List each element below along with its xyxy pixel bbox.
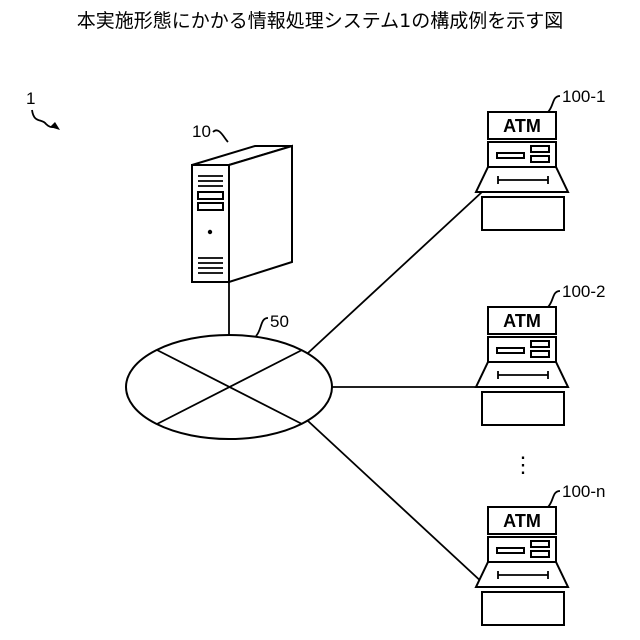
atm-label-1: 100-1 xyxy=(562,87,605,106)
system-arrow-head xyxy=(50,122,60,130)
figure-title: 本実施形態にかかる情報処理システム1の構成例を示す図 xyxy=(77,10,564,32)
system-arrow xyxy=(32,110,56,127)
atm-icon: ATM xyxy=(476,307,568,425)
system-label: 1 xyxy=(26,89,35,108)
ellipsis: ⋮ xyxy=(512,452,534,477)
atm-label-n: 100-n xyxy=(562,482,605,501)
atm-label-2: 100-2 xyxy=(562,282,605,301)
network-atm1-link xyxy=(308,192,482,353)
atm-icon: ATM xyxy=(476,112,568,230)
atm-sign-text: ATM xyxy=(503,116,541,136)
atm-label-leader-n xyxy=(548,491,560,507)
atm-icon: ATM xyxy=(476,507,568,625)
network-label: 50 xyxy=(270,312,289,331)
atm-sign-text: ATM xyxy=(503,511,541,531)
server-label-leader xyxy=(213,130,228,142)
network-label-leader xyxy=(256,318,268,336)
server-icon xyxy=(192,146,292,282)
server-label: 10 xyxy=(192,122,211,141)
atm-label-leader-1 xyxy=(548,96,560,112)
network-atmn-link xyxy=(308,421,485,585)
atm-label-leader-2 xyxy=(548,291,560,307)
network-icon xyxy=(126,335,332,439)
atm-sign-text: ATM xyxy=(503,311,541,331)
